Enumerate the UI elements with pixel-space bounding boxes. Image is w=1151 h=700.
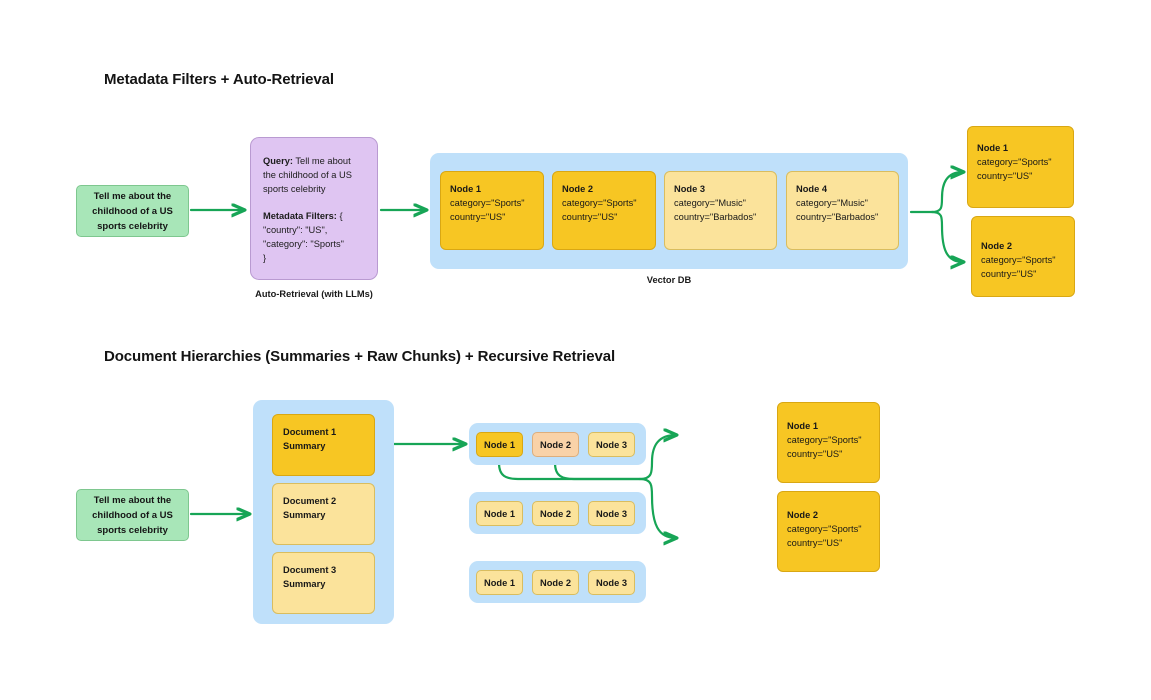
section-2-result-node-2: Node 2 category="Sports" country="US" — [777, 491, 880, 572]
document-summary-2: Document 2 Summary — [272, 483, 375, 545]
document-summary-3: Document 3 Summary — [272, 552, 375, 614]
node-country: country="Barbados" — [674, 212, 757, 222]
node-category: category="Sports" — [450, 198, 525, 208]
auto-retrieval-filters: Metadata Filters: { "country": "US", "ca… — [263, 209, 365, 266]
arrow-vectordb-to-result-1 — [930, 172, 963, 214]
spacer — [263, 197, 365, 209]
section-1-query-box: Tell me about the childhood of a US spor… — [76, 185, 189, 237]
document-line-1: Document 1 — [283, 427, 337, 437]
section-1-result-node-1: Node 1 category="Sports" country="US" — [967, 126, 1074, 208]
document-line-2: Summary — [283, 578, 326, 589]
node-title: Node 2 — [787, 510, 818, 520]
query-line-1: Tell me about the — [93, 494, 172, 506]
query-line-2: childhood of a US — [92, 509, 173, 521]
vectordb-node-1: Node 1 category="Sports" country="US" — [440, 171, 544, 250]
auto-retrieval-box: Query: Tell me about the childhood of a … — [250, 137, 378, 280]
chunk-row-2-node-3: Node 3 — [588, 501, 635, 526]
arrow-chunks-to-result-1 — [638, 435, 676, 481]
chunk-row-1-node-3: Node 3 — [588, 432, 635, 457]
node-category: category="Sports" — [787, 524, 862, 534]
document-line-1: Document 3 — [283, 565, 337, 575]
vector-db-caption: Vector DB — [646, 275, 692, 285]
section-1-title: Metadata Filters + Auto-Retrieval — [104, 71, 334, 88]
section-2-title: Document Hierarchies (Summaries + Raw Ch… — [104, 348, 616, 365]
node-category: category="Sports" — [787, 435, 862, 445]
chunk-row-1-node-1: Node 1 — [476, 432, 523, 457]
node-category: category="Sports" — [562, 198, 637, 208]
filters-close: } — [263, 253, 267, 264]
query-label: Query: — [263, 156, 293, 166]
chunk-row-1-node-2: Node 2 — [532, 432, 579, 457]
section-2-result-node-1: Node 1 category="Sports" country="US" — [777, 402, 880, 483]
node-title: Node 4 — [796, 184, 827, 194]
filters-label: Metadata Filters: — [263, 210, 337, 221]
vectordb-node-3: Node 3 category="Music" country="Barbado… — [664, 171, 777, 250]
query-text: Tell me about the childhood of a US spor… — [263, 156, 352, 195]
query-line-2: childhood of a US — [92, 205, 173, 217]
node-country: country="US" — [787, 449, 843, 459]
auto-retrieval-caption: Auto-Retrieval (with LLMs) — [255, 289, 373, 299]
chunk-row-3-node-1: Node 1 — [476, 570, 523, 595]
document-line-2: Summary — [283, 509, 326, 520]
node-title: Node 1 — [977, 143, 1008, 153]
vectordb-node-2: Node 2 category="Sports" country="US" — [552, 171, 656, 250]
filter-line-1: "country": "US", — [263, 224, 328, 235]
node-country: country="US" — [981, 269, 1037, 279]
vectordb-node-4: Node 4 category="Music" country="Barbado… — [786, 171, 899, 250]
node-title: Node 3 — [674, 184, 705, 194]
query-line-1: Tell me about the — [93, 190, 172, 202]
node-title: Node 1 — [787, 421, 818, 431]
query-line-3: sports celebrity — [97, 220, 168, 232]
arrow-chunk-node2-drop — [553, 461, 642, 481]
chunk-row-3-node-2: Node 2 — [532, 570, 579, 595]
arrow-chunks-to-result-2 — [638, 477, 676, 538]
node-title: Node 2 — [562, 184, 593, 194]
node-country: country="US" — [562, 212, 618, 222]
arrow-vectordb-to-result-2 — [930, 210, 963, 262]
node-country: country="Barbados" — [796, 212, 879, 222]
query-line-3: sports celebrity — [97, 524, 168, 536]
chunk-row-2-node-1: Node 1 — [476, 501, 523, 526]
node-category: category="Music" — [796, 198, 868, 208]
node-category: category="Sports" — [977, 157, 1052, 167]
node-category: category="Music" — [674, 198, 746, 208]
node-country: country="US" — [450, 212, 506, 222]
auto-retrieval-query: Query: Tell me about the childhood of a … — [263, 154, 365, 197]
document-summary-1: Document 1 Summary — [272, 414, 375, 476]
arrow-chunk-node1-drop — [497, 461, 642, 481]
filter-line-2: "category": "Sports" — [263, 239, 344, 250]
node-title: Node 1 — [450, 184, 481, 194]
node-title: Node 2 — [981, 241, 1012, 251]
chunk-row-2-node-2: Node 2 — [532, 501, 579, 526]
section-1-result-node-2: Node 2 category="Sports" country="US" — [971, 216, 1075, 297]
node-country: country="US" — [977, 171, 1033, 181]
chunk-row-3-node-3: Node 3 — [588, 570, 635, 595]
filters-open: { — [336, 210, 343, 221]
document-line-2: Summary — [283, 440, 326, 451]
section-2-query-box: Tell me about the childhood of a US spor… — [76, 489, 189, 541]
node-category: category="Sports" — [981, 255, 1056, 265]
document-line-1: Document 2 — [283, 496, 337, 506]
node-country: country="US" — [787, 538, 843, 548]
